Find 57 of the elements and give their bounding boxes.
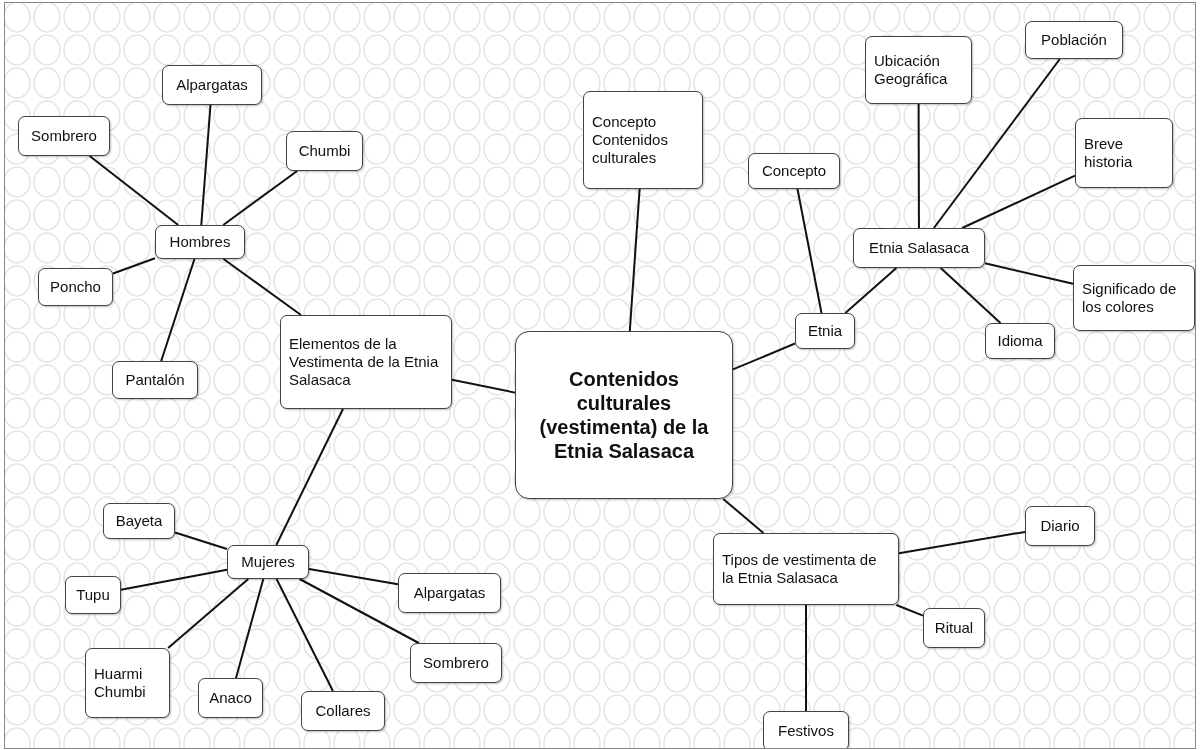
connector-line [917, 103, 920, 229]
connector-line [308, 568, 399, 586]
connector-line [275, 578, 334, 692]
connector-line [298, 578, 420, 644]
topic-box: Tipos de vestimenta de la Etnia Salasaca [713, 533, 899, 605]
topic-box: Alpargatas [398, 573, 501, 613]
connector-line [235, 578, 265, 679]
topic-box: Huarmi Chumbi [85, 648, 170, 718]
topic-box: Anaco [198, 678, 263, 718]
topic-box: Sombrero [18, 116, 110, 156]
topic-box: Collares [301, 691, 385, 731]
connector-line [805, 604, 807, 712]
connector-line [222, 170, 299, 226]
connector-line [200, 104, 212, 226]
topic-box: Ritual [923, 608, 985, 648]
connector-line [120, 568, 228, 591]
topic-box: Chumbi [286, 131, 363, 171]
connector-line [844, 267, 898, 314]
central-topic-box: Contenidos culturales (vestimenta) de la Etnia Salasaca [515, 331, 733, 499]
topic-box: Breve historia [1075, 118, 1173, 188]
connector-line [222, 258, 302, 316]
topic-box: Concepto [748, 153, 840, 189]
topic-box: Población [1025, 21, 1123, 59]
topic-box: Tupu [65, 576, 121, 614]
topic-box: Hombres [155, 225, 245, 259]
topic-box: Concepto Contenidos culturales [583, 91, 703, 189]
connector-line [451, 378, 516, 394]
connector-line [732, 342, 796, 371]
connector-line [932, 58, 1061, 229]
topic-box: Idioma [985, 323, 1055, 359]
topic-box: Festivos [763, 711, 849, 748]
connector-line [796, 188, 823, 314]
topic-box: Significado de los colores [1073, 265, 1195, 331]
connector-line [939, 267, 1002, 324]
connector-line [174, 531, 228, 550]
topic-box: Pantalón [112, 361, 198, 399]
connector-line [88, 155, 180, 226]
topic-box: Bayeta [103, 503, 175, 539]
topic-box: Mujeres [227, 545, 309, 579]
topic-box: Sombrero [410, 643, 502, 683]
topic-box: Diario [1025, 506, 1095, 546]
connector-line [275, 408, 344, 546]
topic-box: Alpargatas [162, 65, 262, 105]
topic-box: Elementos de la Vestimenta de la Etnia Salasaca [280, 315, 452, 409]
connector-line [160, 258, 196, 362]
connector-line [898, 530, 1026, 555]
connector-line [112, 257, 156, 275]
connector-line [628, 188, 641, 332]
connector-line [984, 262, 1074, 285]
topic-box: Poncho [38, 268, 113, 306]
connector-line [961, 174, 1076, 229]
connector-line [895, 604, 924, 617]
connector-line [167, 578, 250, 649]
topic-box: Etnia Salasaca [853, 228, 985, 268]
connector-line [722, 498, 765, 534]
topic-box: Ubicación Geográfica [865, 36, 972, 104]
topic-box: Etnia [795, 313, 855, 349]
